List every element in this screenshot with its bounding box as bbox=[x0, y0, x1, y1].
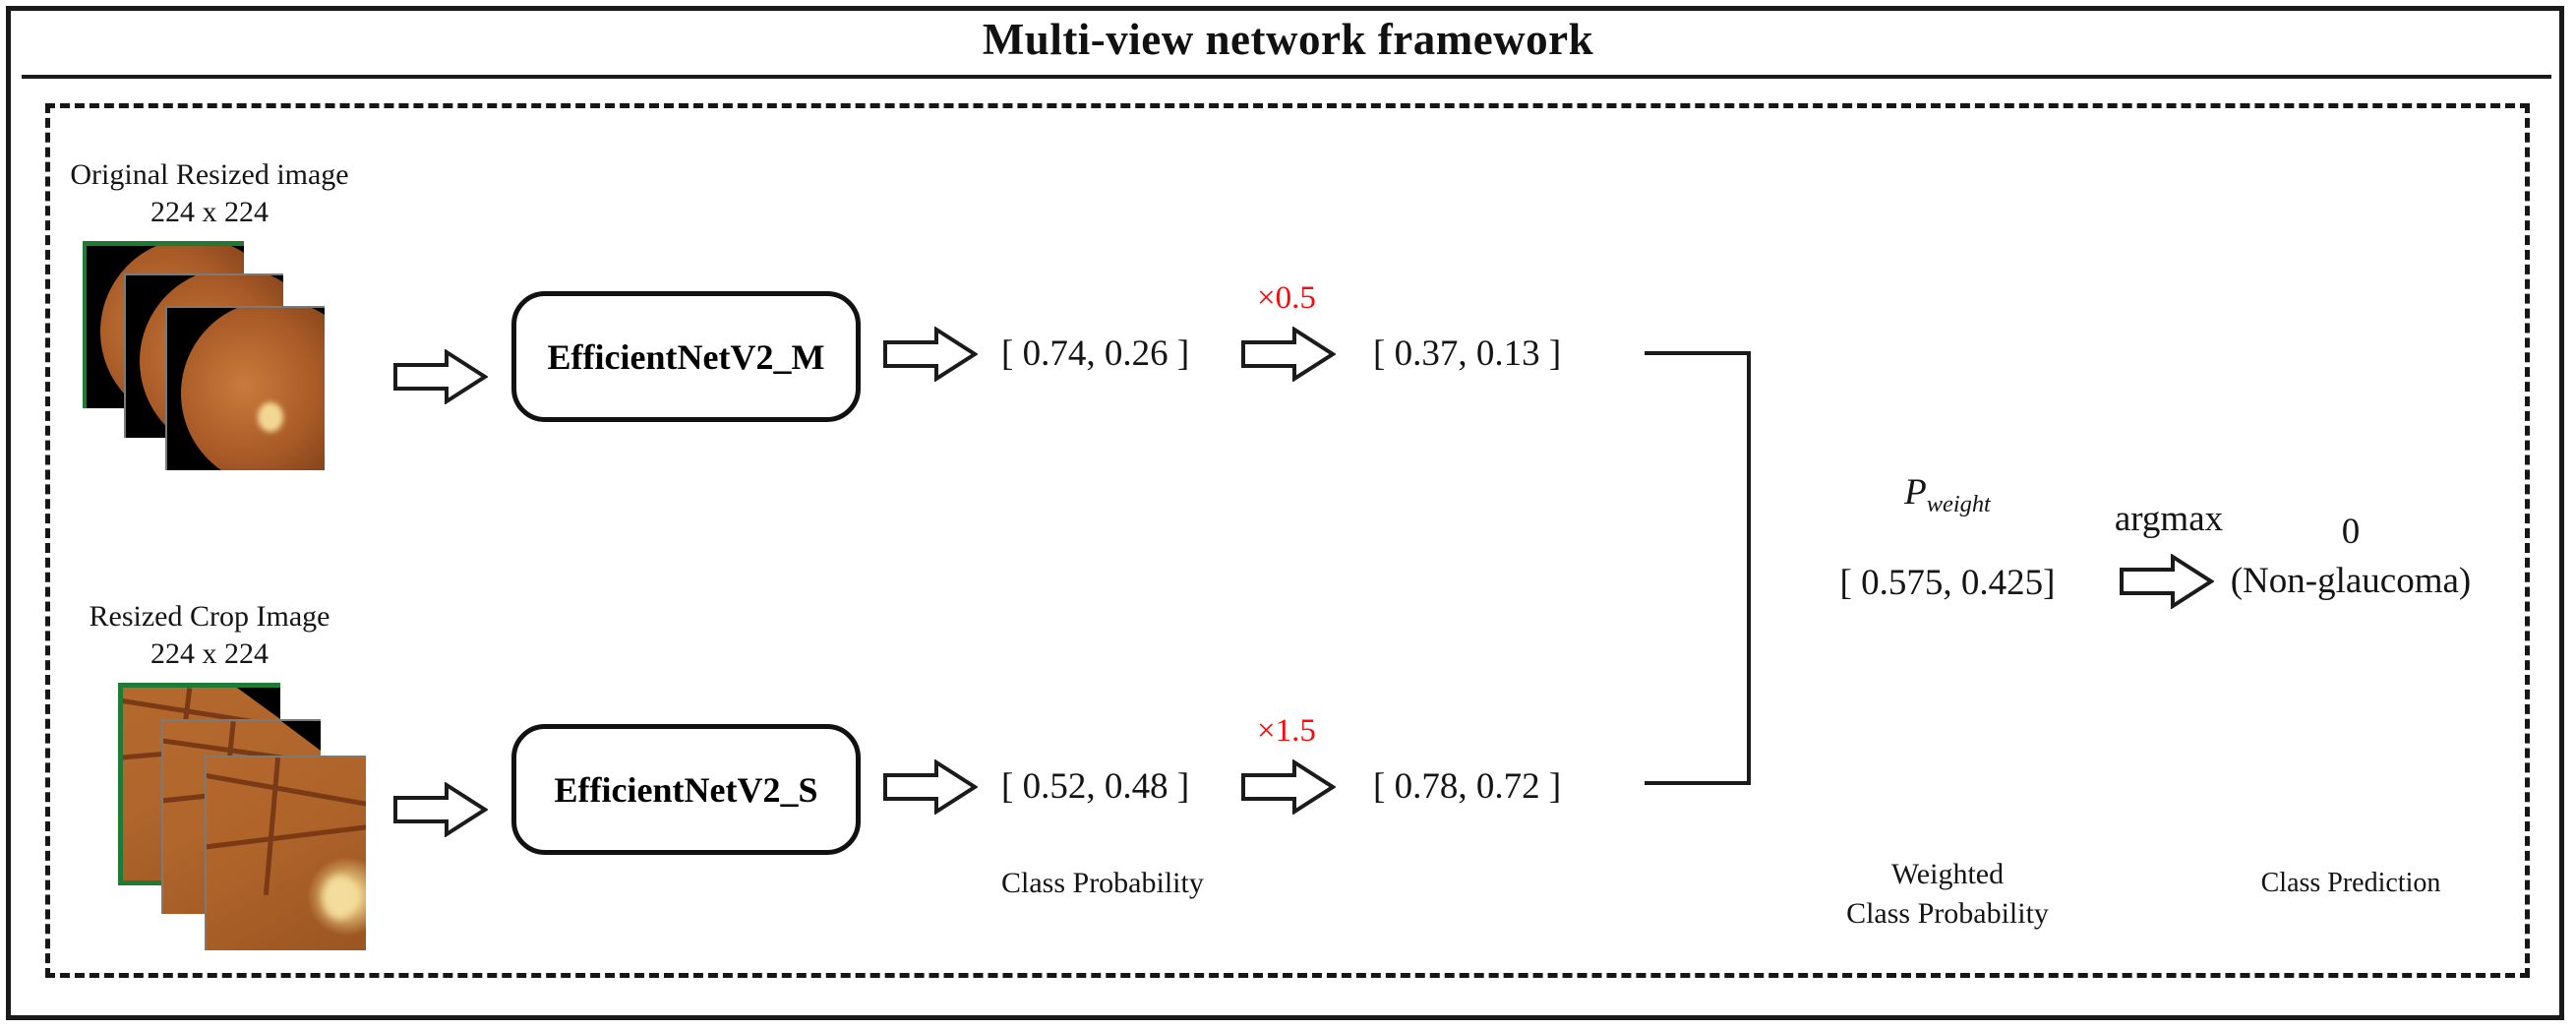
top-class-probability: [ 0.74, 0.26 ] bbox=[1001, 333, 1190, 374]
arrow-bottom-probability-to-weighted bbox=[1241, 759, 1336, 815]
figure-title: Multi-view network framework bbox=[982, 15, 1594, 64]
connector-vertical-spine bbox=[1747, 351, 1751, 785]
model-box-efficientnetv2-s[interactable]: EfficientNetV2_S bbox=[511, 724, 861, 855]
arrow-fusion-to-prediction bbox=[2120, 554, 2214, 609]
bottom-input-label-line2: 224 x 224 bbox=[150, 637, 269, 670]
inner-dashed-border bbox=[45, 103, 2530, 978]
arrow-bottom-input-to-model bbox=[393, 782, 488, 837]
crop-image-front bbox=[205, 756, 366, 950]
arrow-top-model-to-probability bbox=[883, 327, 978, 382]
arrow-top-input-to-model bbox=[393, 349, 488, 404]
bottom-input-image-stack bbox=[118, 683, 393, 950]
model-box-top-label: EfficientNetV2_M bbox=[547, 336, 825, 377]
model-box-bottom-label: EfficientNetV2_S bbox=[554, 769, 818, 810]
bottom-class-probability: [ 0.52, 0.48 ] bbox=[1001, 766, 1190, 807]
bottom-weight-multiplier: ×1.5 bbox=[1257, 713, 1316, 749]
p-weight-subscript: weight bbox=[1926, 490, 1991, 517]
arrow-top-probability-to-weighted bbox=[1241, 327, 1336, 382]
argmax-label: argmax bbox=[2114, 499, 2224, 539]
fusion-weighted-vector: [ 0.575, 0.425] bbox=[1839, 563, 2056, 603]
top-input-image-stack bbox=[83, 241, 338, 470]
prediction-name: (Non-glaucoma) bbox=[2230, 561, 2472, 601]
model-box-efficientnetv2-m[interactable]: EfficientNetV2_M bbox=[511, 291, 861, 422]
caption-class-probability: Class Probability bbox=[1001, 867, 1204, 899]
connector-bottom-horizontal bbox=[1645, 781, 1751, 785]
p-weight-symbol: P bbox=[1904, 472, 1927, 513]
connector-top-horizontal bbox=[1645, 351, 1751, 355]
fundus-image-front bbox=[165, 306, 325, 470]
caption-class-prediction: Class Prediction bbox=[2260, 868, 2441, 898]
caption-weighted-line1: Weighted bbox=[1890, 858, 2005, 890]
arrow-bottom-model-to-probability bbox=[883, 759, 978, 815]
top-input-label-line1: Original Resized image bbox=[70, 158, 349, 191]
bottom-input-label-line1: Resized Crop Image bbox=[89, 600, 330, 633]
top-weight-multiplier: ×0.5 bbox=[1257, 280, 1316, 316]
outer-border bbox=[6, 6, 2564, 1020]
title-divider bbox=[22, 75, 2551, 79]
caption-weighted-line2: Class Probability bbox=[1846, 897, 2049, 930]
p-weight-label: Pweight bbox=[1800, 470, 2095, 519]
top-weighted-probability: [ 0.37, 0.13 ] bbox=[1373, 333, 1562, 374]
top-input-label-line2: 224 x 224 bbox=[150, 196, 269, 228]
prediction-value: 0 bbox=[2341, 512, 2361, 552]
bottom-weighted-probability: [ 0.78, 0.72 ] bbox=[1373, 766, 1562, 807]
